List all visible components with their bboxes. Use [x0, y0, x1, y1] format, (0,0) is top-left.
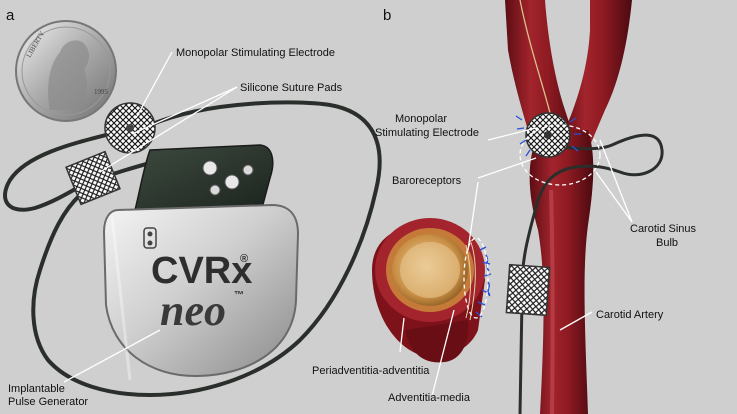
leader-baro-2 — [467, 181, 479, 251]
label-carotid-artery: Carotid Artery — [596, 309, 664, 321]
leader-sinus-1 — [595, 171, 633, 223]
section-baroreceptor-outline — [463, 237, 489, 319]
leader-carotid-artery — [559, 311, 593, 331]
leader-periadventitia — [399, 317, 405, 353]
panel-b-letter: b — [383, 7, 391, 24]
panel-b: b — [312, 0, 697, 414]
panel-a: a LIBERTY 1995 CVRx — [3, 7, 382, 408]
lead-wire-b — [518, 133, 664, 414]
ipg-header — [134, 144, 274, 211]
suture-pad-b — [505, 263, 551, 317]
leader-sinus-2 — [599, 139, 633, 223]
common-carotid-trunk — [529, 130, 594, 414]
artery-cross-section — [372, 218, 485, 363]
coin-year: 1995 — [94, 88, 109, 96]
label-adventitia-media: Adventitia-media — [388, 392, 471, 404]
baroreceptor-endings-section — [475, 246, 492, 318]
lead-wire-loop — [31, 100, 382, 398]
leader-ipg — [63, 329, 161, 383]
label-carotid-sinus-line2: Bulb — [656, 237, 678, 249]
label-carotid-sinus-line1: Carotid Sinus — [630, 223, 697, 235]
label-periadventitia: Periadventitia-adventitia — [312, 365, 430, 377]
device-brand: CVRx — [151, 250, 252, 292]
label-ipg-line2: Pulse Generator — [8, 396, 88, 408]
label-monopolar-b-line2: Stimulating Electrode — [375, 127, 479, 139]
leader-suture-2 — [99, 86, 238, 173]
label-ipg-line1: Implantable — [8, 383, 65, 395]
dime-coin: LIBERTY 1995 — [15, 20, 117, 122]
leader-suture-1 — [131, 86, 238, 135]
leader-baro-1 — [477, 157, 537, 179]
lead-wire-upper — [3, 128, 126, 212]
leader-adventitia-media — [431, 309, 455, 397]
device-model: neo — [160, 286, 226, 335]
leader-monopolar-a — [135, 51, 173, 119]
label-monopolar-b-line1: Monopolar — [395, 113, 447, 125]
external-carotid-branch — [560, 0, 632, 150]
suture-pad — [65, 150, 121, 206]
carotid-sinus-outline — [519, 124, 601, 186]
panel-a-letter: a — [6, 7, 15, 24]
label-monopolar-electrode-a: Monopolar Stimulating Electrode — [176, 47, 335, 59]
label-baroreceptors: Baroreceptors — [392, 175, 462, 187]
baroreceptor-endings-top — [515, 115, 581, 157]
label-suture-pads: Silicone Suture Pads — [240, 82, 343, 94]
leader-monopolar-b — [487, 127, 537, 141]
device-brand-mark: ® — [240, 253, 248, 265]
device-model-mark: ™ — [234, 290, 244, 301]
